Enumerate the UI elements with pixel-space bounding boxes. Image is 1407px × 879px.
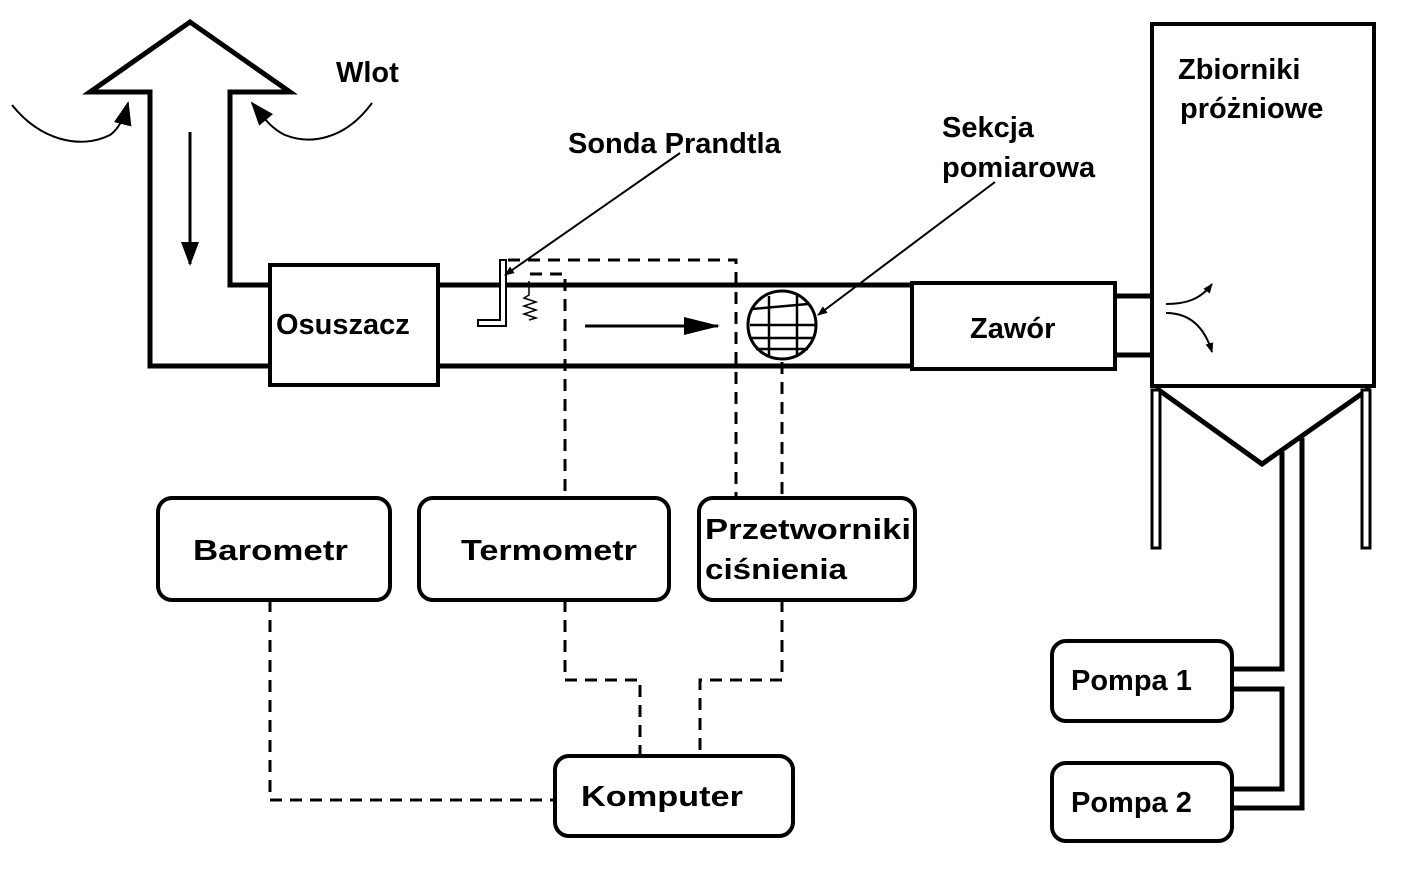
tank-leg-left <box>1150 388 1162 550</box>
vacuum-tank-label-1: Zbiorniki <box>1178 54 1300 86</box>
barometer-box <box>156 496 392 602</box>
test-section-window-icon <box>746 289 818 361</box>
tank-hopper <box>1154 385 1372 468</box>
pump2-pipe <box>1232 438 1305 811</box>
pump2-label: Pompa 2 <box>1071 787 1192 819</box>
pump1-pipe <box>1232 452 1285 672</box>
signal-pitot-to-transducers <box>508 258 738 498</box>
computer-box <box>553 754 795 838</box>
tank-inflow-arrow-up <box>1165 283 1213 305</box>
inflow-arrow-right <box>250 101 373 141</box>
valve-label: Zawór <box>970 313 1055 345</box>
test-section-pointer <box>817 181 996 316</box>
pump-link-pipe <box>1232 686 1285 792</box>
transducers-label-1: Przetworniki <box>705 514 911 546</box>
thermometer-label: Termometr <box>461 535 637 567</box>
inlet-label: Wlot <box>336 57 399 89</box>
pitot-probe-icon <box>477 259 507 327</box>
thermometer-sensor-icon <box>521 281 539 321</box>
pitot-pointer <box>504 152 681 276</box>
test-section-label-1: Sekcja <box>942 112 1035 144</box>
transducers-box <box>697 496 917 602</box>
pump2-box <box>1050 761 1234 843</box>
tank-leg-right <box>1360 388 1372 550</box>
signal-sensor-to-thermometer <box>530 272 567 498</box>
vacuum-tank-label-2: próżniowe <box>1180 93 1323 125</box>
thermometer-box <box>417 496 671 602</box>
inflow-arrow-left <box>11 101 132 143</box>
signal-barometer-to-computer <box>268 600 555 802</box>
pitot-probe-label: Sonda Prandtla <box>568 128 782 160</box>
signal-transducers-to-computer <box>698 600 784 756</box>
pump1-box <box>1050 639 1234 723</box>
dryer-box <box>268 263 440 387</box>
inlet-duct <box>82 18 298 369</box>
barometer-label: Barometr <box>193 535 348 567</box>
computer-label: Komputer <box>581 781 743 813</box>
pump1-label: Pompa 1 <box>1071 665 1192 697</box>
signal-thermometer-to-computer <box>563 600 642 756</box>
test-section-label-2: pomiarowa <box>942 152 1096 184</box>
tank-inflow-arrow-down <box>1165 312 1214 353</box>
dryer-label: Osuszacz <box>276 309 410 341</box>
transducers-label-2: ciśnienia <box>705 554 848 586</box>
valve-box <box>910 281 1117 371</box>
vacuum-tank-box <box>1150 22 1376 388</box>
